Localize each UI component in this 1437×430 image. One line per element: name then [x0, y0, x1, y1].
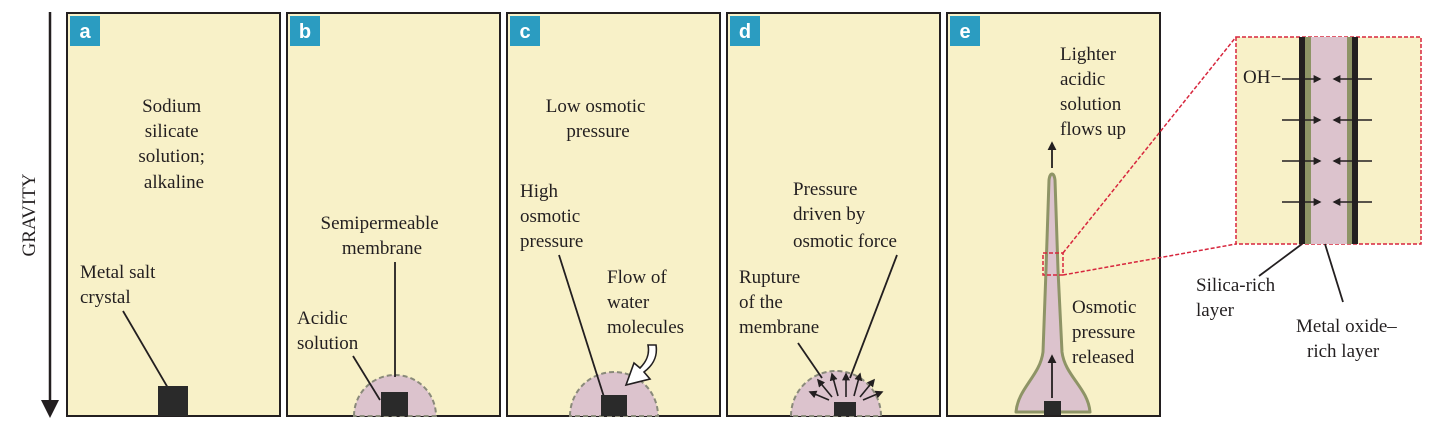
zoom-inset: OH− [1235, 36, 1422, 245]
panel-d: d Pressure driven by osmotic force Ruptu… [726, 12, 941, 417]
svg-text:e: e [959, 21, 970, 43]
metal-oxide-rich-layer-label: Metal oxide– rich layer [1296, 316, 1402, 362]
zoom-region-box [1042, 252, 1064, 276]
silica-rich-layer-label: Silica-rich layer [1196, 275, 1280, 321]
gravity-axis: GRAVITY [19, 12, 59, 418]
panel-b: b Semipermeable membrane Acidic solution [286, 12, 501, 417]
crystal-square-icon [1044, 401, 1061, 415]
semipermeable-membrane-label: Semipermeable membrane [321, 213, 444, 259]
acidic-solution-label: Acidic solution [297, 308, 359, 354]
crystal-square-icon [601, 395, 627, 416]
precipitate-tube [1014, 172, 1092, 414]
inward-arrow-icon [1282, 75, 1372, 206]
lighter-acidic-solution-label: Lighter acidic solution flows up [1060, 44, 1126, 140]
sodium-silicate-label: Sodium silicate solution; alkaline [138, 96, 209, 193]
flow-of-water-label: Flow of water molecules [607, 267, 684, 338]
outward-arrow-icon [808, 372, 884, 401]
down-arrow-icon [41, 400, 59, 418]
panel-c: c Low osmotic pressure High osmotic pres… [506, 12, 721, 417]
panel-tag-e [950, 16, 980, 46]
hydroxide-ion-label: OH− [1243, 67, 1281, 88]
svg-text:b: b [299, 21, 311, 43]
svg-text:c: c [519, 21, 530, 43]
metal-salt-crystal-label: Metal salt crystal [80, 262, 160, 308]
panel-e: e Lighter acidic solution flows up Osmot… [946, 12, 1161, 417]
svg-text:d: d [739, 21, 751, 43]
panel-tag-a [70, 16, 100, 46]
panel-tag-d [730, 16, 760, 46]
panel-a: a Sodium silicate solution; alkaline Met… [66, 12, 281, 417]
water-flow-arrow-icon [624, 344, 658, 387]
crystal-square-icon [158, 386, 188, 416]
crystal-square-icon [381, 392, 408, 416]
high-osmotic-pressure-label: High osmotic pressure [520, 181, 585, 252]
crystal-square-icon [834, 402, 856, 416]
osmotic-pressure-released-label: Osmotic pressure released [1072, 297, 1141, 368]
rupture-label: Rupture of the membrane [739, 267, 819, 338]
gravity-label: GRAVITY [19, 173, 40, 256]
svg-text:a: a [79, 21, 91, 43]
panel-tag-b [290, 16, 320, 46]
low-osmotic-pressure-label: Low osmotic pressure [546, 96, 651, 142]
panel-tag-c [510, 16, 540, 46]
pressure-driven-label: Pressure driven by osmotic force [793, 179, 897, 252]
